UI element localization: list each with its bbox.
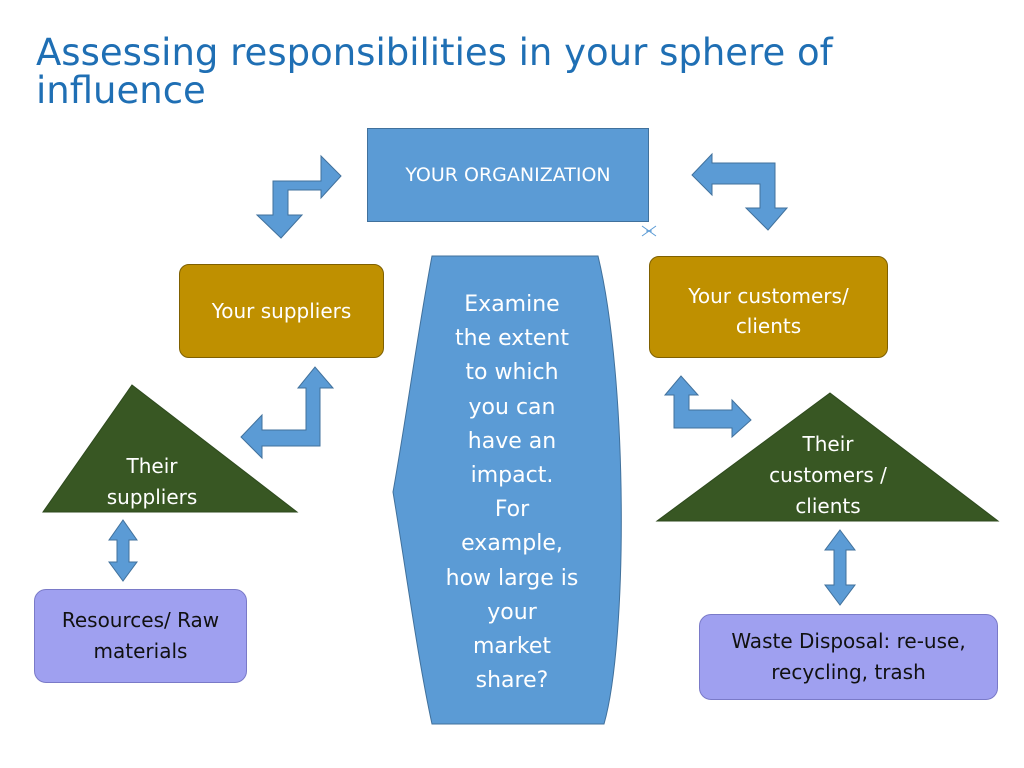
your-customers-label-line1: Your customers/: [688, 284, 849, 308]
callout-line: to which: [465, 360, 559, 386]
your-customers-label-line2: clients: [735, 314, 802, 338]
callout-line: example,: [461, 531, 563, 557]
callout-line: For: [494, 497, 530, 523]
your-suppliers-box: Your suppliers: [179, 264, 384, 358]
their-customers-line1: Their: [802, 432, 854, 456]
scissor-icon: [641, 225, 657, 237]
resources-line1: Resources/ Raw: [61, 608, 220, 632]
bent-arrow-left-mid: [240, 366, 335, 460]
callout-line: your: [487, 599, 537, 625]
your-suppliers-label: Your suppliers: [211, 299, 352, 323]
their-suppliers-label: Their suppliers: [87, 451, 217, 513]
waste-line2: recycling, trash: [771, 660, 926, 684]
callout-line: share?: [475, 668, 549, 694]
their-customers-label: Their customers / clients: [748, 429, 908, 522]
your-organization-label: YOUR ORGANIZATION: [405, 164, 611, 186]
their-customers-line3: clients: [795, 494, 861, 518]
double-arrow-right: [824, 529, 856, 606]
callout-line: have an: [467, 428, 557, 454]
your-organization-box: YOUR ORGANIZATION: [367, 128, 649, 222]
page-title: Assessing responsibilities in your spher…: [36, 31, 833, 112]
their-suppliers-triangle: [42, 384, 299, 513]
their-customers-triangle: [655, 392, 1000, 522]
double-arrow-left: [108, 519, 138, 582]
bent-arrow-left-top: [255, 154, 342, 239]
their-customers-line2: customers /: [769, 463, 887, 487]
center-callout-shape: [392, 255, 622, 725]
callout-line: Examine: [464, 292, 560, 317]
their-suppliers-line1: Their: [126, 454, 178, 478]
center-callout-text: Examine the extent to which you can have…: [436, 288, 588, 698]
waste-line1: Waste Disposal: re-use,: [731, 629, 966, 653]
callout-line: the extent: [455, 326, 569, 352]
callout-line: impact.: [470, 463, 554, 489]
bent-arrow-right-mid: [663, 375, 752, 439]
their-suppliers-line2: suppliers: [106, 485, 198, 509]
callout-line: you can: [468, 394, 556, 420]
resources-box: Resources/ Raw materials: [34, 589, 247, 683]
your-customers-box: Your customers/ clients: [649, 256, 888, 358]
bent-arrow-right-top: [691, 152, 789, 231]
waste-disposal-box: Waste Disposal: re-use, recycling, trash: [699, 614, 998, 700]
callout-line: market: [472, 634, 552, 660]
resources-line2: materials: [93, 639, 188, 663]
callout-line: how large is: [445, 565, 579, 591]
